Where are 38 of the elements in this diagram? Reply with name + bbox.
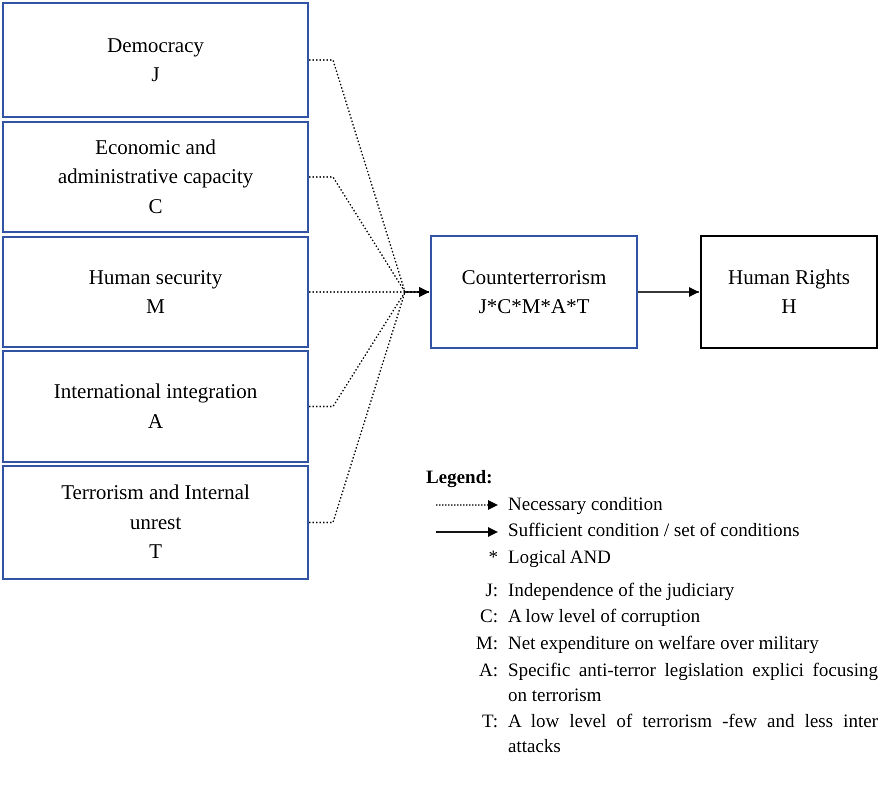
arrow: [638, 287, 699, 297]
concept-box: [2, 121, 309, 233]
symbol-key: M:: [476, 632, 498, 657]
concept-box: [700, 235, 878, 349]
concept-name: Economic and administrative capacity: [56, 134, 254, 190]
concept-name: Counterterrorism: [462, 264, 606, 291]
key-definition: Specific anti-terror legislation explici focusing on terrorism: [508, 658, 878, 708]
symbol-key: A:: [479, 658, 498, 684]
concept-name: Human Rights: [728, 264, 850, 291]
concept-box: [430, 235, 638, 349]
concept-name: Human security: [88, 264, 222, 291]
concept-symbol: M: [146, 293, 165, 320]
key-definition: Net expenditure on welfare over military: [508, 632, 819, 656]
concept-box: [2, 350, 309, 463]
key-definition: A low level of corruption: [508, 605, 700, 630]
concept-name: Democracy: [107, 32, 204, 59]
symbol-key: T:: [482, 710, 498, 735]
legend-text: Necessary condition: [508, 492, 663, 517]
concept-symbol: C: [148, 192, 162, 220]
concept-symbol: T: [149, 538, 162, 566]
key-definition: Independence of the judiciary: [508, 578, 734, 603]
concept-box: [2, 2, 309, 118]
concept-symbol: J: [151, 61, 160, 88]
key-definition: A low level of terrorism -few and less inter attacks: [508, 710, 878, 759]
key-definition: Logical AND: [508, 546, 611, 570]
symbol-key: J:: [485, 578, 498, 604]
concept-symbol: H: [781, 293, 797, 320]
concept-symbol: J*C*M*A*T: [478, 293, 590, 320]
concept-symbol: A: [148, 408, 164, 434]
symbol-key: C:: [480, 605, 498, 630]
concept-name: International integration: [54, 378, 258, 406]
arrow: [309, 287, 429, 524]
concept-name: Terrorism and Internal unrest: [60, 479, 251, 536]
legend-text: Sufficient condition / set of conditions: [508, 519, 800, 544]
legend-title: Legend:: [426, 466, 492, 490]
concept-box: [2, 236, 309, 348]
concept-box: [2, 465, 309, 580]
symbol-key: *: [488, 546, 498, 571]
